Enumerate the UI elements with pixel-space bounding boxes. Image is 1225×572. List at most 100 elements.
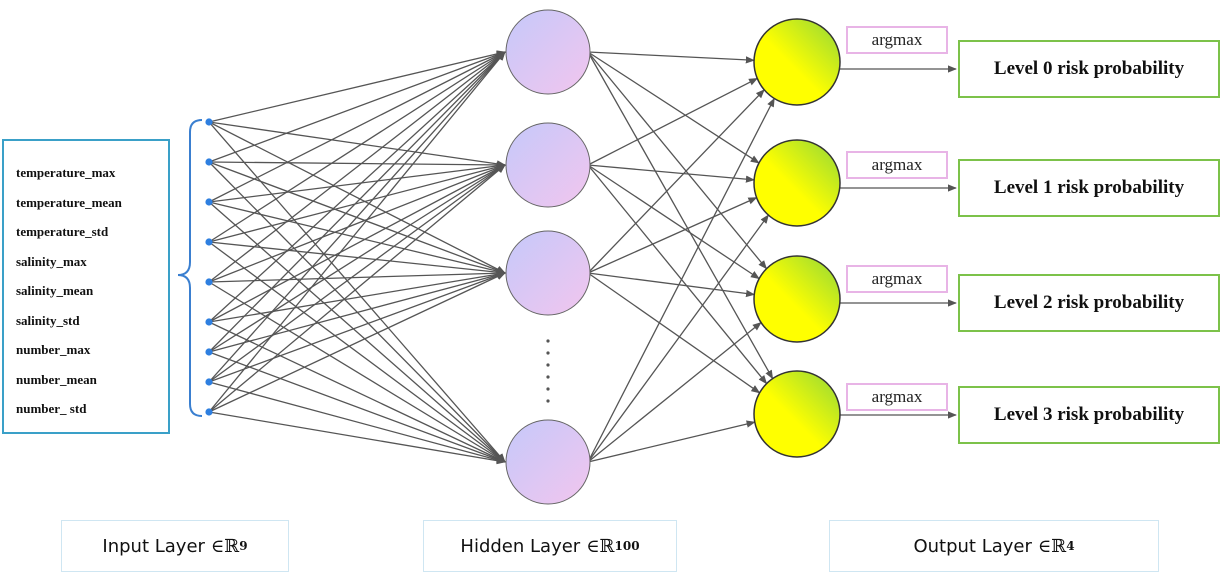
feature-temperature-std: temperature_std [16, 224, 109, 239]
hidden-layer-nodes [505, 9, 591, 505]
feature-temperature-max: temperature_max [16, 165, 116, 180]
edge-hidden-0-output-2 [587, 51, 768, 270]
edge-input-6-hidden-0 [208, 51, 506, 353]
edge-input-7-hidden-3 [208, 381, 506, 464]
output-node-2 [753, 255, 841, 343]
edge-input-2-hidden-2 [208, 201, 506, 275]
output-level-0: Level 0 risk probability [958, 40, 1220, 98]
edge-input-5-hidden-0 [208, 51, 506, 323]
hidden-node-2 [505, 230, 591, 316]
edge-input-2-hidden-1 [208, 162, 506, 203]
input-node-3 [205, 238, 213, 246]
edge-hidden-2-output-0 [587, 89, 765, 274]
output-layer-label: Output Layer ∈ℝ 4 [829, 520, 1159, 572]
input-node-5 [205, 318, 213, 326]
edge-input-8-hidden-3 [208, 411, 506, 465]
feature-number-max: number_max [16, 342, 91, 357]
hidden-layer-label: Hidden Layer ∈ℝ 100 [423, 520, 677, 572]
edge-input-7-hidden-2 [208, 272, 506, 383]
input-features-box: temperature_max temperature_mean tempera… [2, 139, 170, 434]
argmax-label-3: argmax [846, 383, 948, 411]
output-level-2: Level 2 risk probability [958, 274, 1220, 332]
input-node-6 [205, 348, 213, 356]
edge-input-5-hidden-1 [208, 164, 506, 323]
hidden-layer-dim: 100 [614, 539, 640, 553]
edge-input-1-hidden-1 [208, 161, 506, 169]
edge-hidden-3-output-2 [587, 321, 762, 463]
input-layer-dim: 9 [239, 539, 248, 553]
edge-input-0-hidden-1 [208, 121, 506, 168]
argmax-label-1: argmax [846, 151, 948, 179]
edge-input-4-hidden-2 [208, 269, 506, 283]
edge-input-6-hidden-2 [208, 271, 506, 353]
edge-input-3-hidden-2 [208, 241, 506, 276]
output-layer-symbol: ∈ℝ [1037, 535, 1067, 557]
edge-input-4-hidden-0 [208, 51, 506, 283]
input-layer-label: Input Layer ∈ℝ 9 [61, 520, 289, 572]
edge-input-2-hidden-3 [208, 201, 506, 463]
feature-salinity-max: salinity_max [16, 253, 87, 269]
feature-salinity-mean: salinity_mean [16, 283, 94, 298]
input-feature-list: temperature_max temperature_mean tempera… [16, 162, 122, 428]
input-node-1 [205, 158, 213, 166]
input-node-2 [205, 198, 213, 206]
edge-hidden-2-output-1 [587, 197, 758, 274]
input-layer-name: Input Layer [102, 535, 205, 557]
edge-input-1-hidden-0 [208, 51, 506, 163]
edge-input-3-hidden-3 [208, 241, 506, 463]
input-hidden-connections [208, 50, 506, 465]
feature-salinity-std: salinity_std [16, 312, 80, 328]
hidden-layer-name: Hidden Layer [460, 535, 581, 557]
hidden-ellipsis-dots [546, 339, 550, 403]
edge-input-6-hidden-1 [208, 164, 506, 353]
feature-temperature-mean: temperature_mean [16, 194, 122, 210]
edge-hidden-3-output-0 [587, 97, 775, 463]
edge-input-8-hidden-0 [208, 51, 506, 413]
output-node-0 [753, 18, 841, 106]
edge-input-8-hidden-2 [208, 272, 506, 413]
edge-input-3-hidden-1 [208, 163, 506, 243]
edge-hidden-1-output-2 [587, 164, 760, 280]
edge-hidden-3-output-1 [587, 214, 769, 463]
output-layer-name: Output Layer [913, 535, 1032, 557]
input-node-8 [205, 408, 213, 416]
output-result-arrows [840, 65, 957, 419]
hidden-node-1 [505, 122, 591, 208]
feature-number-std: number_ std [16, 401, 87, 416]
output-node-1 [753, 139, 841, 227]
edge-input-0-hidden-3 [208, 121, 506, 463]
argmax-label-2: argmax [846, 265, 948, 293]
input-brace [177, 119, 203, 417]
edge-input-2-hidden-0 [208, 51, 506, 203]
edge-input-5-hidden-2 [208, 270, 506, 323]
input-node-0 [205, 118, 213, 126]
edge-input-0-hidden-0 [208, 50, 506, 123]
input-layer-nodes [205, 118, 213, 416]
hidden-node-3 [505, 419, 591, 505]
edge-input-0-hidden-2 [208, 121, 506, 274]
edge-input-4-hidden-3 [208, 281, 506, 463]
edge-input-6-hidden-3 [208, 351, 506, 463]
edge-input-4-hidden-1 [208, 164, 506, 283]
edge-hidden-1-output-0 [587, 77, 759, 166]
hidden-output-connections [587, 51, 775, 463]
input-layer-symbol: ∈ℝ [210, 535, 240, 557]
edge-hidden-2-output-2 [587, 272, 756, 298]
output-layer-nodes [753, 18, 841, 458]
output-level-3: Level 3 risk probability [958, 386, 1220, 444]
input-node-7 [205, 378, 213, 386]
edge-hidden-0-output-3 [587, 51, 774, 380]
feature-number-mean: number_mean [16, 371, 97, 387]
output-node-3 [753, 370, 841, 458]
edge-input-7-hidden-0 [208, 51, 506, 383]
output-level-1: Level 1 risk probability [958, 159, 1220, 217]
edge-hidden-2-output-3 [587, 272, 761, 394]
input-node-4 [205, 278, 213, 286]
edge-hidden-0-output-0 [587, 51, 755, 64]
argmax-label-0: argmax [846, 26, 948, 54]
edge-input-8-hidden-1 [208, 164, 506, 413]
edge-hidden-1-output-3 [587, 164, 768, 385]
edge-hidden-0-output-1 [587, 51, 760, 164]
output-layer-dim: 4 [1066, 539, 1075, 553]
